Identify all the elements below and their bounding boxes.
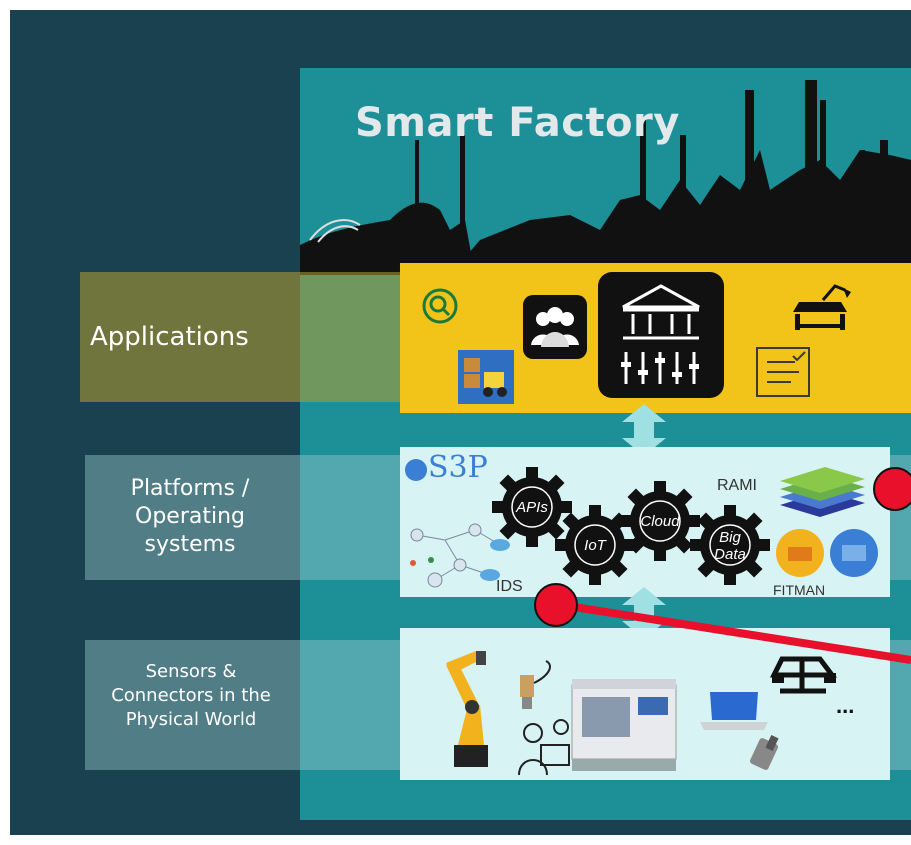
double-arrow-icon (622, 587, 666, 639)
sensors-label-line: Physical World (125, 709, 257, 730)
more-ellipsis: ... (836, 693, 855, 718)
diagram-title: Smart Factory (355, 100, 680, 146)
workbench-icon (793, 284, 851, 330)
gear-label-cloud: Cloud (640, 513, 680, 530)
red-marker-icon (873, 467, 911, 511)
network-diagram-icon (410, 523, 510, 588)
gear-label-big: Big (719, 529, 741, 546)
robot-arm-icon (446, 651, 488, 767)
cnc-machine-icon (571, 679, 677, 771)
laptop-icon (700, 692, 768, 730)
ids-label: IDS (496, 578, 523, 595)
sensor-icon (520, 660, 551, 709)
platforms-label-line: Operating (135, 504, 245, 529)
actuator-icon (750, 734, 779, 770)
sensors-label-line: Sensors & (145, 661, 237, 682)
platforms-label-line: systems (144, 532, 236, 557)
fitman-badges-icon (776, 529, 878, 577)
gear-label-iot: IoT (584, 537, 608, 554)
s3p-logo-text: S3P (428, 450, 488, 485)
car-frame-icon (769, 656, 837, 694)
layers-icon (780, 467, 865, 517)
red-marker-icon (534, 583, 578, 627)
gear-label-apis: APIs (515, 499, 548, 516)
fitman-label: FITMAN (773, 582, 826, 598)
factory-skyline (300, 80, 911, 275)
bank-control-icon (598, 272, 724, 398)
platforms-label: Platforms / Operating systems (95, 475, 285, 559)
double-arrow-icon (622, 404, 666, 456)
sensors-label: Sensors & Connectors in the Physical Wor… (82, 660, 300, 732)
platforms-label-line: Platforms / (130, 476, 250, 501)
s3p-globe-icon (405, 459, 427, 481)
gears-group: APIs IoT Cloud Big Data (491, 466, 771, 586)
sensors-label-line: Connectors in the (111, 685, 271, 706)
gear-label-data: Data (714, 546, 746, 563)
engineer-icon (518, 719, 570, 776)
magnifier-gear-icon (422, 288, 458, 324)
users-icon (523, 295, 587, 359)
applications-label: Applications (90, 322, 249, 352)
rami-label: RAMI (717, 477, 757, 494)
checklist-icon (756, 347, 810, 397)
forklift-icon (458, 350, 514, 404)
